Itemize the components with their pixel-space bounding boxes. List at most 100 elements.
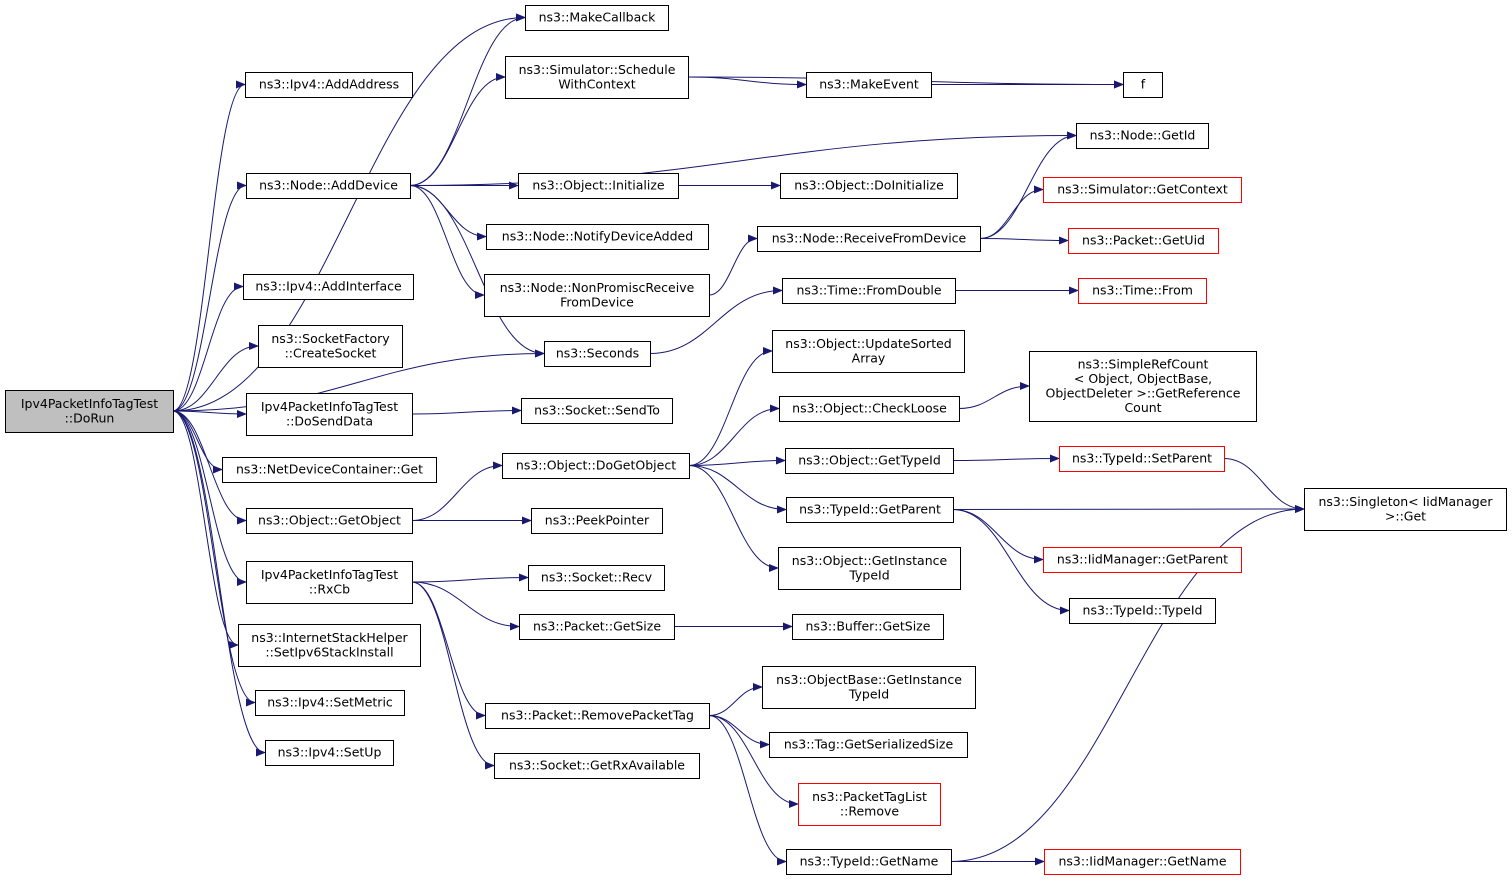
node-box[interactable] [243, 274, 414, 300]
node-box[interactable] [762, 666, 976, 709]
node-addInterface[interactable]: ns3::Ipv4::AddInterface [243, 274, 414, 300]
node-box[interactable] [519, 614, 675, 640]
node-seconds[interactable]: ns3::Seconds [544, 341, 651, 367]
node-f[interactable]: f [1123, 72, 1163, 98]
node-box[interactable] [544, 341, 651, 367]
node-box[interactable] [780, 173, 958, 199]
node-box[interactable] [245, 72, 413, 98]
node-bufGetSize[interactable]: ns3::Buffer::GetSize [792, 614, 944, 640]
node-box[interactable] [238, 624, 421, 667]
node-setUp[interactable]: ns3::Ipv4::SetUp [265, 740, 394, 766]
node-setIpv6[interactable]: ns3::InternetStackHelper::SetIpv6StackIn… [238, 624, 421, 667]
node-root[interactable]: Ipv4PacketInfoTagTest::DoRun [5, 390, 174, 433]
node-addAddress[interactable]: ns3::Ipv4::AddAddress [245, 72, 413, 98]
node-nodeGetId[interactable]: ns3::Node::GetId [1076, 123, 1209, 149]
node-sendTo[interactable]: ns3::Socket::SendTo [521, 398, 673, 424]
node-pktGetUid[interactable]: ns3::Packet::GetUid [1068, 228, 1219, 254]
node-tagSerSize[interactable]: ns3::Tag::GetSerializedSize [769, 732, 968, 758]
node-rxCb[interactable]: Ipv4PacketInfoTagTest::RxCb [246, 561, 413, 604]
node-fromDouble[interactable]: ns3::Time::FromDouble [782, 278, 956, 304]
node-box[interactable] [1043, 547, 1242, 573]
node-createSocket[interactable]: ns3::SocketFactory::CreateSocket [258, 325, 403, 368]
node-box[interactable] [505, 56, 689, 99]
node-box[interactable] [798, 783, 941, 826]
node-getTypeId[interactable]: ns3::Object::GetTypeId [785, 448, 954, 474]
node-makeEvent[interactable]: ns3::MakeEvent [806, 72, 932, 98]
node-box[interactable] [769, 732, 968, 758]
node-box[interactable] [246, 508, 413, 534]
node-box[interactable] [1069, 598, 1216, 624]
node-box[interactable] [222, 457, 437, 483]
node-box[interactable] [786, 849, 952, 875]
node-box[interactable] [1076, 123, 1209, 149]
node-box[interactable] [494, 753, 700, 779]
node-box[interactable] [521, 398, 673, 424]
node-box[interactable] [792, 614, 944, 640]
node-box[interactable] [265, 740, 394, 766]
node-tidSetParent[interactable]: ns3::TypeId::SetParent [1059, 446, 1225, 472]
node-tidGetName[interactable]: ns3::TypeId::GetName [786, 849, 952, 875]
node-box[interactable] [1078, 278, 1207, 304]
node-box[interactable] [1029, 351, 1257, 422]
node-box[interactable] [1068, 228, 1219, 254]
node-box[interactable] [1304, 488, 1507, 531]
node-box[interactable] [246, 173, 411, 199]
node-box[interactable] [258, 325, 403, 368]
node-box[interactable] [485, 703, 710, 729]
node-box[interactable] [5, 390, 174, 433]
node-objInit[interactable]: ns3::Object::Initialize [518, 173, 679, 199]
node-doSendData[interactable]: Ipv4PacketInfoTagTest::DoSendData [246, 393, 413, 436]
node-singletonGet[interactable]: ns3::Singleton< IidManager>::Get [1304, 488, 1507, 531]
node-box[interactable] [785, 448, 954, 474]
node-box[interactable] [782, 278, 956, 304]
node-box[interactable] [786, 497, 954, 523]
node-srcGetRef[interactable]: ns3::SimpleRefCount< Object, ObjectBase,… [1029, 351, 1257, 422]
node-box[interactable] [779, 396, 960, 422]
node-doGetObject[interactable]: ns3::Object::DoGetObject [502, 453, 690, 479]
node-box[interactable] [486, 224, 709, 250]
node-receiveFromDev[interactable]: ns3::Node::ReceiveFromDevice [757, 226, 981, 252]
node-box[interactable] [528, 565, 665, 591]
node-box[interactable] [484, 274, 710, 317]
node-setMetric[interactable]: ns3::Ipv4::SetMetric [255, 690, 405, 716]
node-simGetCtx[interactable]: ns3::Simulator::GetContext [1043, 177, 1242, 203]
node-box[interactable] [525, 5, 669, 31]
node-timeFrom[interactable]: ns3::Time::From [1078, 278, 1207, 304]
node-box[interactable] [518, 173, 679, 199]
node-box[interactable] [806, 72, 932, 98]
node-iidGetName[interactable]: ns3::IidManager::GetName [1044, 849, 1241, 875]
node-peekPointer[interactable]: ns3::PeekPointer [531, 508, 663, 534]
node-notifyDev[interactable]: ns3::Node::NotifyDeviceAdded [486, 224, 709, 250]
node-addDevice[interactable]: ns3::Node::AddDevice [246, 173, 411, 199]
node-checkLoose[interactable]: ns3::Object::CheckLoose [779, 396, 960, 422]
node-box[interactable] [531, 508, 663, 534]
node-makeCallback[interactable]: ns3::MakeCallback [525, 5, 669, 31]
node-box[interactable] [1059, 446, 1225, 472]
node-recv[interactable]: ns3::Socket::Recv [528, 565, 665, 591]
node-doInitialize[interactable]: ns3::Object::DoInitialize [780, 173, 958, 199]
node-box[interactable] [1043, 177, 1242, 203]
node-box[interactable] [772, 330, 965, 373]
node-pktGetSize[interactable]: ns3::Packet::GetSize [519, 614, 675, 640]
node-box[interactable] [757, 226, 981, 252]
node-box[interactable] [502, 453, 690, 479]
node-box[interactable] [1123, 72, 1163, 98]
node-box[interactable] [255, 690, 405, 716]
node-tidTypeId[interactable]: ns3::TypeId::TypeId [1069, 598, 1216, 624]
node-tidGetParent[interactable]: ns3::TypeId::GetParent [786, 497, 954, 523]
node-box[interactable] [778, 547, 961, 590]
node-getObject[interactable]: ns3::Object::GetObject [246, 508, 413, 534]
node-box[interactable] [246, 393, 413, 436]
node-ptlRemove[interactable]: ns3::PacketTagList::Remove [798, 783, 941, 826]
node-removeTag[interactable]: ns3::Packet::RemovePacketTag [485, 703, 710, 729]
node-iidGetParent[interactable]: ns3::IidManager::GetParent [1043, 547, 1242, 573]
node-ndcGet[interactable]: ns3::NetDeviceContainer::Get [222, 457, 437, 483]
node-box[interactable] [1044, 849, 1241, 875]
node-getRxAvail[interactable]: ns3::Socket::GetRxAvailable [494, 753, 700, 779]
node-box[interactable] [246, 561, 413, 604]
